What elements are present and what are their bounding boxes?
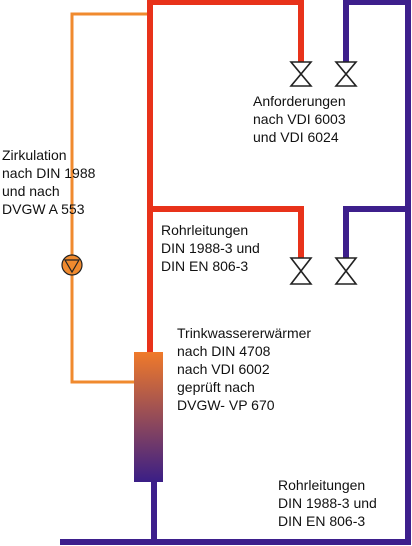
hot-water-branch — [150, 206, 304, 258]
circulation-pump-icon — [61, 254, 83, 276]
label-pipes-lower-line: DIN 1988-3 und — [278, 495, 377, 511]
cold-water-lines — [60, 0, 411, 545]
label-requirements-line: nach VDI 6003 — [253, 111, 346, 127]
cold-water-main — [60, 0, 411, 545]
label-requirements-line: Anforderungen — [253, 93, 346, 109]
label-circulation-line: und nach — [2, 183, 60, 199]
label-circulation: Zirkulation nach DIN 1988 und nach DVGW … — [2, 146, 95, 218]
label-requirements-line: und VDI 6024 — [253, 129, 339, 145]
label-circulation-line: DVGW A 553 — [2, 201, 85, 217]
valves — [289, 61, 358, 285]
label-pipes-lower-line: Rohrleitungen — [278, 477, 366, 493]
label-requirements: Anforderungen nach VDI 6003 und VDI 6024 — [253, 92, 346, 146]
label-circulation-line: nach DIN 1988 — [2, 165, 96, 181]
valve-hot-lower-icon — [289, 257, 313, 285]
label-heater-line: Trinkwassererwärmer — [177, 325, 312, 341]
valve-hot-upper-icon — [289, 61, 313, 87]
label-heater: Trinkwassererwärmer nach DIN 4708 nach V… — [177, 324, 311, 414]
label-pipes-upper-line: DIN EN 806-3 — [161, 258, 249, 274]
label-circulation-line: Zirkulation — [2, 147, 67, 163]
label-heater-line: nach DIN 4708 — [177, 343, 271, 359]
label-heater-line: geprüft nach — [177, 379, 255, 395]
cold-water-branch — [343, 206, 408, 258]
hot-water-lines — [147, 0, 304, 358]
label-heater-line: DVGW- VP 670 — [177, 397, 275, 413]
label-pipes-upper-line: DIN 1988-3 und — [161, 240, 260, 256]
label-pipes-upper: Rohrleitungen DIN 1988-3 und DIN EN 806-… — [161, 221, 260, 275]
valve-cold-lower-icon — [334, 257, 358, 285]
label-pipes-lower-line: DIN EN 806-3 — [278, 513, 366, 529]
label-pipes-lower: Rohrleitungen DIN 1988-3 und DIN EN 806-… — [278, 476, 377, 530]
label-pipes-upper-line: Rohrleitungen — [161, 222, 249, 238]
label-heater-line: nach VDI 6002 — [177, 361, 270, 377]
hot-water-riser — [147, 0, 304, 358]
water-heater-tank — [134, 352, 163, 482]
circulation-line — [70, 12, 150, 384]
valve-cold-upper-icon — [334, 61, 358, 87]
